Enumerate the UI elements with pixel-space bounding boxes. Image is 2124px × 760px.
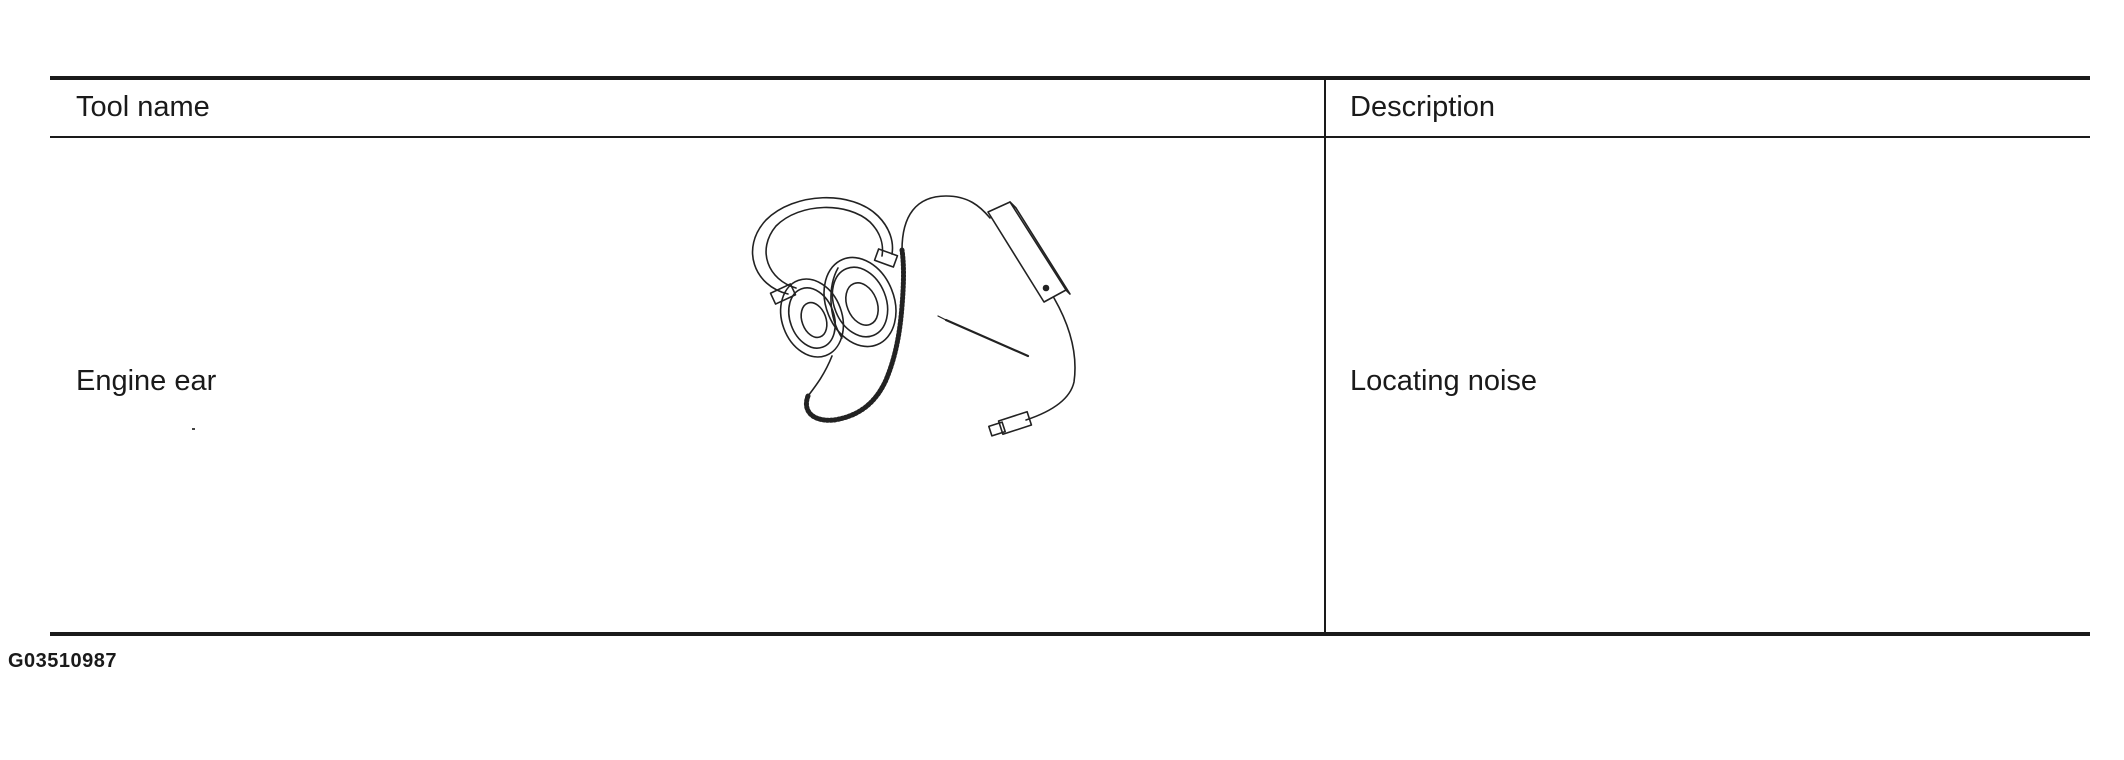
header-tool-name: Tool name xyxy=(76,91,210,123)
row-description: Locating noise xyxy=(1350,365,1538,397)
special-tools-table: Tool name Description Engine ear Locatin… xyxy=(50,76,2090,636)
figure-id: G03510987 xyxy=(8,650,118,672)
column-divider xyxy=(1324,78,1326,634)
table-header-rule xyxy=(50,136,2090,138)
table-bottom-rule xyxy=(50,632,2090,636)
scan-speck xyxy=(192,428,195,430)
row-tool-name: Engine ear xyxy=(76,365,217,397)
header-description: Description xyxy=(1350,91,1496,123)
table-top-rule xyxy=(50,76,2090,80)
engine-ear-headphones-icon xyxy=(751,195,1076,437)
